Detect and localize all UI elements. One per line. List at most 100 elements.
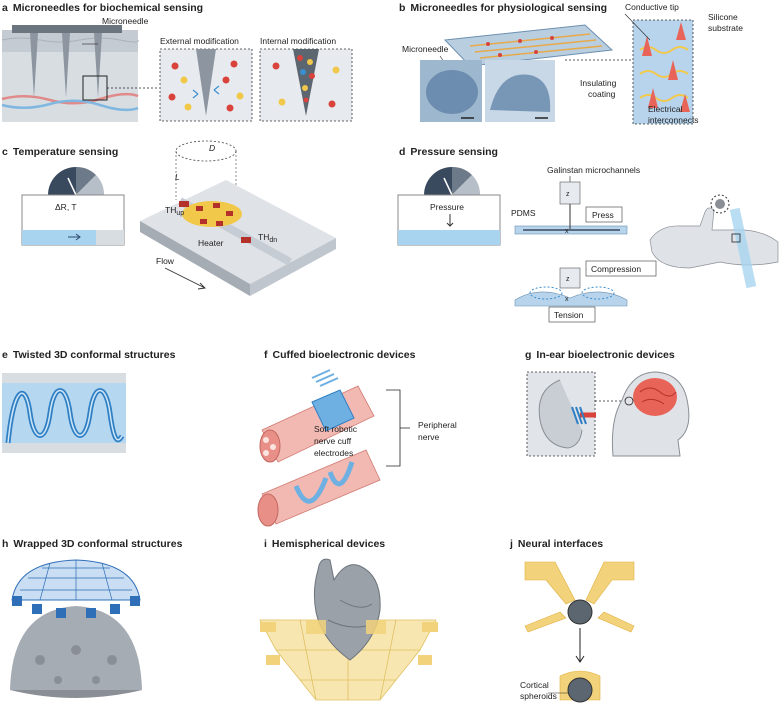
gauge-c [48,166,105,196]
label-l-1: L [175,172,180,182]
th-dn-sensor [241,237,251,243]
label-pdms: PDMS [511,208,536,218]
label-pressure: Pressure [430,202,464,212]
conductive-tip-pointer [624,13,651,41]
press-box [585,206,623,223]
label-delta-r-t: ΔR, T [55,202,77,212]
strain-ellipse-left [529,286,563,300]
diameter-ellipse [175,140,237,162]
label-external-modification: External modification [160,36,239,46]
blood-vessel-red [1,92,139,105]
label-th-up: THup [165,205,184,217]
heart-vessels [327,599,373,628]
label-insulating: Insulating [580,78,617,88]
substrate-side-left [140,221,250,296]
hand-illustration [649,207,779,269]
label-cortical-1: Cortical [520,680,549,690]
label-cuff-1: Soft robotic [314,424,358,434]
nerve-lower-end [257,493,279,527]
flow-arrow-device [164,267,206,290]
label-coating: coating [588,89,616,99]
channel-c-end [96,230,124,245]
label-compression: Compression [591,264,641,274]
fingertip-zoom [710,194,730,214]
axis-box-1 [559,181,581,205]
assembly-arrow [575,628,585,663]
compression-box [585,260,657,277]
ear-outline [538,379,583,449]
channel-d [398,230,500,245]
fingertip-sensor [715,199,725,209]
mesh-lines [20,560,132,601]
nerve-upper-end [259,429,281,463]
wrist-sensor-band [729,207,757,289]
nerve-bracket [386,389,410,467]
cortical-spheroid-2 [567,677,593,703]
label-x-1: x [565,228,569,235]
brain [633,378,677,416]
label-electrical: Electrical [648,104,683,114]
label-z-2: z [566,276,570,283]
label-x-2: x [565,296,569,303]
axis-box-2 [559,267,581,289]
heater-pads [196,203,233,226]
twisted-helix-highlight [7,390,123,444]
soft-robotic-cuff [311,389,355,432]
micrograph-1-tissue [426,70,478,114]
neural-probe-arms-side [524,611,635,633]
label-internal-modification: Internal modification [260,36,336,46]
microneedle-patch [12,25,122,33]
substrate-side-right [250,238,336,296]
heart-contact-2 [366,620,386,634]
label-microneedle-a: Microneedle [102,16,149,26]
wrist-zoom-box [731,233,741,243]
label-tension: Tension [554,310,584,320]
heart [313,558,381,661]
label-conductive-tip: Conductive tip [625,2,679,12]
label-press: Press [592,210,614,220]
label-microneedle-b: Microneedle [402,44,449,54]
mesh-tabs-i [260,622,438,665]
tension-box [548,306,596,323]
blood-vessel-blue [1,99,139,112]
label-peripheral-1: Peripheral [418,420,457,430]
pressure-arrow [446,214,454,227]
strain-ellipse-right [581,286,615,300]
label-cuff-2: nerve cuff [314,436,352,446]
cuff-wrap-lower [293,461,355,504]
conductive-tips [642,22,690,112]
skin-texture [1,37,139,43]
th-up-sensor [179,201,189,207]
brain-folds [639,387,677,405]
neural-probe-arm-2 [585,561,635,605]
label-cortical-2: spheroids [520,691,557,701]
label-d: D [209,143,215,153]
cortical-spheroid-1 [567,599,593,625]
microneedle-1 [30,33,38,98]
label-peripheral-2: nerve [418,432,440,442]
gauge-d [424,166,481,196]
microneedle-2 [62,33,70,98]
biomarkers-internal [272,55,340,108]
mesh-pads [12,596,140,618]
needle-external [196,49,216,116]
label-silicone: Silicone [708,12,738,22]
label-heater: Heater [198,238,224,248]
bent-pdms-strip [514,291,628,307]
label-z-1: z [566,191,570,198]
